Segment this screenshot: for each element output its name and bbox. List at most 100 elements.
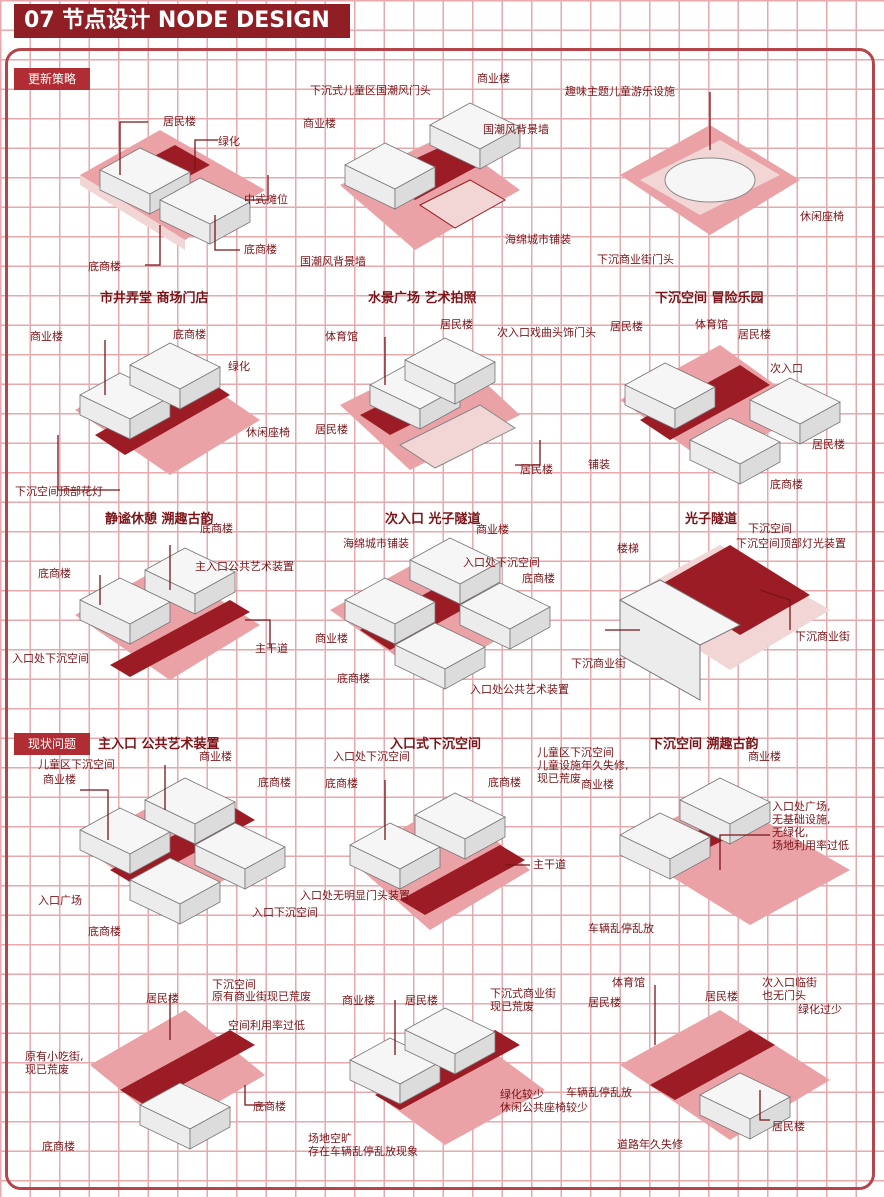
scene-abandoned-street xyxy=(90,1010,265,1150)
label: 底商楼 xyxy=(200,522,233,535)
label: 下沉空间 xyxy=(212,978,256,991)
scene-opera-gate xyxy=(340,337,520,470)
label: 下沉商业街门头 xyxy=(597,253,674,266)
label: 存在车辆乱停乱放现象 xyxy=(308,1145,418,1158)
label: 国潮风背景墙 xyxy=(483,123,549,136)
label: 趣味主题儿童游乐设施 xyxy=(565,85,675,98)
label: 主干道 xyxy=(255,642,288,655)
label: 下沉空间顶部花灯 xyxy=(15,485,103,498)
label: 底商楼 xyxy=(253,1100,286,1113)
label: 入口处广场, xyxy=(772,800,831,813)
label: 商业楼 xyxy=(477,72,510,85)
label: 居民楼 xyxy=(146,992,179,1005)
label: 居民楼 xyxy=(588,996,621,1009)
scene-photon-entry xyxy=(330,537,551,690)
label: 主入口公共艺术装置 xyxy=(195,560,294,573)
content-panel xyxy=(5,48,875,1190)
label: 休闲座椅 xyxy=(800,210,844,223)
label: 入口下沉空间 xyxy=(252,906,318,919)
label: 车辆乱停乱放 xyxy=(566,1086,632,1099)
label: 底商楼 xyxy=(88,260,121,273)
label: 底商楼 xyxy=(770,478,803,491)
title-r2a: 静谧休憩 溯趣古韵 xyxy=(105,512,214,527)
scene-empty-site xyxy=(349,1007,545,1145)
label: 儿童设施年久失修, xyxy=(537,759,629,772)
label: 海绵城市铺装 xyxy=(343,537,409,550)
label: 居民楼 xyxy=(772,1120,805,1133)
label: 居民楼 xyxy=(315,423,348,436)
label: 绿化 xyxy=(228,360,250,373)
label: 原有商业街现已荒废 xyxy=(212,990,311,1003)
section-tag-update: 更新策略 xyxy=(14,68,91,90)
label: 商业楼 xyxy=(476,523,509,536)
label: 海绵城市铺装 xyxy=(505,233,571,246)
label: 也无门头 xyxy=(762,989,806,1002)
label: 休闲座椅 xyxy=(246,426,290,439)
label: 儿童区下沉空间 xyxy=(537,746,614,759)
label: 商业楼 xyxy=(303,117,336,130)
scene-secondary-entry xyxy=(620,345,841,485)
label: 底商楼 xyxy=(522,572,555,585)
label: 商业楼 xyxy=(581,778,614,791)
label: 入口处公共艺术装置 xyxy=(470,683,569,696)
scene-quiet-rest xyxy=(75,547,260,680)
label: 国潮风背景墙 xyxy=(300,255,366,268)
scene-water-plaza xyxy=(340,102,521,250)
label: 底商楼 xyxy=(488,776,521,789)
title-r2c: 光子隧道 xyxy=(685,512,738,527)
label: 商业楼 xyxy=(748,750,781,763)
label: 底商楼 xyxy=(325,777,358,790)
label: 下沉商业街 xyxy=(795,630,850,643)
label: 无绿化, xyxy=(772,826,809,839)
title-r3a: 主入口 公共艺术装置 xyxy=(98,737,220,752)
scene-sunken-heritage-status xyxy=(619,777,850,925)
label: 绿化 xyxy=(218,135,240,148)
label: 次入口戏曲头饰门头 xyxy=(497,326,596,339)
label: 体育馆 xyxy=(695,318,728,331)
page-title: 07 节点设计 NODE DESIGN xyxy=(14,4,350,38)
label: 次入口 xyxy=(770,362,803,375)
label: 底商楼 xyxy=(42,1140,75,1153)
label: 休闲公共座椅较少 xyxy=(500,1101,588,1114)
label: 下沉式商业街 xyxy=(490,987,556,1000)
label: 商业楼 xyxy=(43,773,76,786)
title-r1a: 市井弄堂 商场门店 xyxy=(100,291,209,306)
label: 商业楼 xyxy=(315,632,348,645)
label: 现已荒废 xyxy=(537,772,581,785)
title-r2b: 次入口 光子隧道 xyxy=(385,512,481,527)
label: 体育馆 xyxy=(325,330,358,343)
label: 绿化过少 xyxy=(798,1003,842,1016)
label: 现已荒废 xyxy=(490,1000,534,1013)
scene-market-lane xyxy=(80,130,265,250)
label: 道路年久失修 xyxy=(617,1138,683,1151)
label: 入口处无明显门头装置 xyxy=(300,889,410,902)
scene-sunken-lights xyxy=(75,342,260,475)
title-r1b: 水景广场 艺术拍照 xyxy=(368,291,477,306)
label: 居民楼 xyxy=(520,463,553,476)
label: 体育馆 xyxy=(612,976,645,989)
label: 居民楼 xyxy=(163,115,196,128)
label: 居民楼 xyxy=(405,994,438,1007)
label: 下沉式儿童区国潮风门头 xyxy=(310,84,431,97)
label: 底商楼 xyxy=(244,243,277,256)
label: 商业楼 xyxy=(30,330,63,343)
label: 入口处下沉空间 xyxy=(333,750,410,763)
label: 下沉商业街 xyxy=(571,657,626,670)
label: 商业楼 xyxy=(199,750,232,763)
label: 绿化较少 xyxy=(500,1088,544,1101)
label: 中式摊位 xyxy=(244,193,288,206)
scene-main-entry-status xyxy=(79,777,286,925)
label: 底商楼 xyxy=(173,328,206,341)
scene-no-gate xyxy=(620,1010,830,1140)
label: 车辆乱停乱放 xyxy=(588,922,654,935)
label: 底商楼 xyxy=(38,567,71,580)
label: 居民楼 xyxy=(610,320,643,333)
label: 底商楼 xyxy=(88,925,121,938)
label: 无基础设施, xyxy=(772,813,831,826)
label: 下沉空间顶部灯光装置 xyxy=(736,537,846,550)
section-tag-status: 现状问题 xyxy=(14,733,91,755)
label: 商业楼 xyxy=(342,994,375,1007)
label: 铺装 xyxy=(588,458,610,471)
label: 下沉空间 xyxy=(748,522,792,535)
